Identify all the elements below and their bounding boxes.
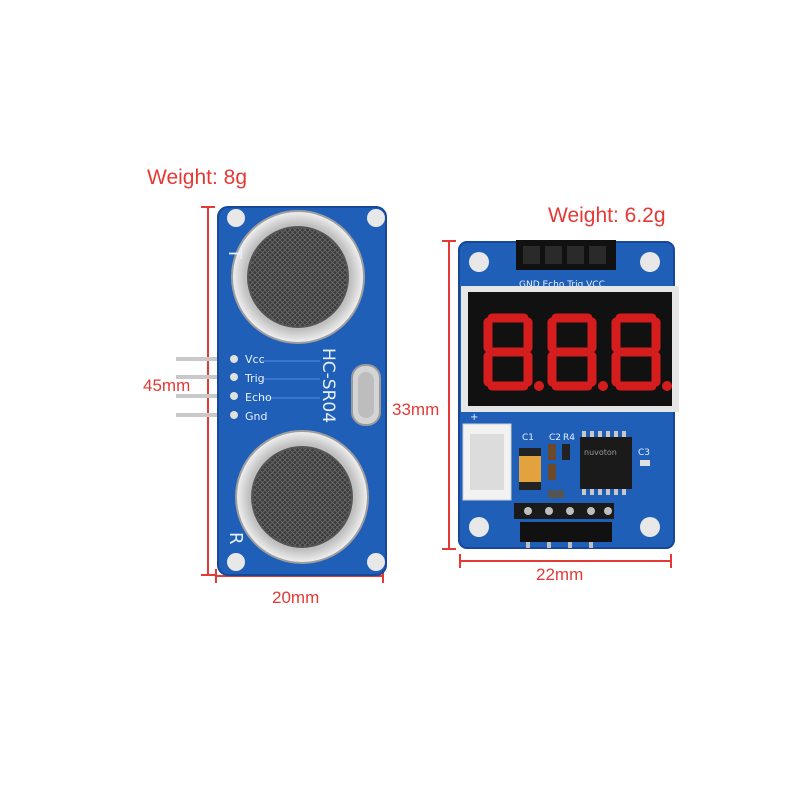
- sensor-label-r: R: [225, 532, 246, 545]
- display-header-label: GND Echo Trig VCC: [519, 280, 605, 290]
- sensor-label-trig: Trig: [244, 372, 265, 385]
- sensor-label-model: HC-SR04: [318, 348, 338, 423]
- sensor-transducer-top: [231, 210, 365, 344]
- display-digits: [483, 313, 661, 391]
- sensor-height-tick-top: [201, 206, 215, 208]
- display-label-r4: R4: [563, 433, 575, 443]
- display-weight-label: Weight: 6.2g: [548, 204, 666, 227]
- display-mount-hole-tl: [469, 252, 489, 272]
- sensor-mount-hole-tl: [227, 209, 245, 227]
- sensor-height-label: 45mm: [143, 376, 191, 395]
- display-chip-marking: nuvoton: [584, 448, 617, 457]
- display-width-dimension-line: [460, 560, 672, 562]
- sensor-mount-hole-tr: [367, 209, 385, 227]
- sensor-width-tick-right: [382, 569, 384, 583]
- display-height-label: 33mm: [392, 400, 440, 419]
- display-decimal-points: [534, 381, 672, 391]
- display-plus-label: +: [470, 412, 478, 423]
- sensor-label-gnd: Gnd: [245, 410, 267, 423]
- sensor-width-tick-left: [215, 569, 217, 583]
- display-microcontroller-chip: [580, 437, 632, 489]
- sensor-width-label: 20mm: [272, 588, 320, 607]
- display-bottom-pin-header: [514, 503, 614, 548]
- display-mount-hole-tr: [640, 252, 660, 272]
- sensor-weight-label: Weight: 8g: [147, 166, 248, 189]
- display-smd-components: [548, 444, 650, 498]
- sensor-label-vcc: Vcc: [245, 353, 265, 366]
- sensor-header-pins: [176, 357, 224, 417]
- sensor-mount-hole-bl: [227, 553, 245, 571]
- display-width-tick-right: [670, 554, 672, 568]
- display-mount-hole-br: [640, 517, 660, 537]
- sensor-height-tick-bottom: [201, 574, 215, 576]
- sensor-pin-pads: [230, 355, 320, 419]
- display-height-dimension-line: [448, 240, 450, 550]
- display-width-tick-left: [459, 554, 461, 568]
- sensor-mount-hole-br: [367, 553, 385, 571]
- sensor-transducer-bottom: [235, 430, 369, 564]
- sensor-label-echo: Echo: [245, 391, 272, 404]
- sensor-label-t: T: [224, 247, 245, 260]
- display-tantalum-capacitor: [519, 448, 541, 490]
- display-label-c2: C2: [549, 433, 561, 443]
- display-height-tick-bottom: [442, 548, 456, 550]
- display-label-c3: C3: [638, 448, 650, 458]
- display-width-label: 22mm: [536, 565, 584, 584]
- sensor-height-dimension-line: [207, 206, 209, 576]
- display-mount-hole-bl: [469, 517, 489, 537]
- display-height-tick-top: [442, 240, 456, 242]
- display-label-c1: C1: [522, 433, 534, 443]
